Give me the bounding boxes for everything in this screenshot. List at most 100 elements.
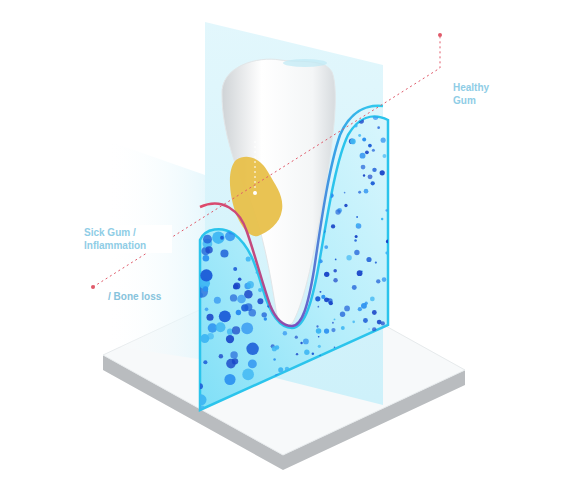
- bone-dot: [278, 367, 283, 372]
- bone-dot: [334, 346, 336, 348]
- bone-dot: [327, 298, 329, 300]
- bone-dot: [266, 132, 269, 135]
- bone-dot: [303, 132, 308, 137]
- leader-dot: [91, 285, 95, 289]
- bone-dot: [350, 139, 356, 145]
- bone-dot: [365, 364, 368, 367]
- bone-dot: [376, 279, 380, 283]
- bone-dot: [361, 165, 366, 170]
- bone-dot: [329, 301, 333, 305]
- bone-dot: [350, 358, 352, 360]
- bone-dot: [303, 339, 309, 345]
- bone-dot: [200, 269, 212, 281]
- bone-dot: [280, 146, 285, 151]
- bone-dot: [318, 345, 321, 348]
- bone-dot: [292, 384, 296, 388]
- bone-dot: [259, 146, 262, 149]
- bone-dot: [291, 182, 296, 187]
- bone-dot: [204, 161, 213, 170]
- bone-dot: [338, 394, 343, 399]
- bone-dot: [358, 307, 362, 311]
- bone-dot: [383, 154, 387, 158]
- bone-dot: [380, 378, 385, 383]
- bone-dot: [238, 278, 242, 282]
- bone-dot: [355, 235, 358, 238]
- bone-dot: [352, 285, 357, 290]
- bone-dot: [203, 175, 211, 183]
- bone-dot: [309, 160, 314, 165]
- bone-dot: [361, 353, 364, 356]
- bone-dot: [233, 267, 237, 271]
- bone-dot: [257, 298, 263, 304]
- bone-dot: [344, 204, 347, 207]
- bone-dot: [283, 273, 288, 278]
- bone-dot: [203, 235, 212, 244]
- bone-dot: [266, 143, 268, 145]
- bone-dot: [330, 378, 332, 380]
- bone-dot: [256, 271, 258, 273]
- bone-dot: [281, 168, 285, 172]
- bone-dot: [314, 175, 318, 179]
- bone-dot: [224, 374, 235, 385]
- bone-dot: [356, 216, 358, 218]
- bone-dot: [344, 192, 346, 194]
- bone-dot: [304, 350, 309, 355]
- bone-dot: [299, 206, 304, 211]
- bone-dot: [381, 348, 386, 353]
- bone-dot: [336, 109, 339, 112]
- bone-dot: [358, 368, 364, 374]
- bone-dot: [354, 382, 360, 388]
- bone-dot: [309, 394, 312, 397]
- bone-dot: [285, 367, 289, 371]
- bone-dot: [269, 272, 274, 277]
- bone-dot: [321, 295, 325, 299]
- bone-dot: [236, 123, 243, 130]
- bone-dot: [254, 211, 258, 215]
- bone-dot: [372, 168, 376, 172]
- bone-dot: [261, 267, 265, 271]
- bone-dot: [275, 374, 279, 378]
- bone-dot: [263, 170, 267, 174]
- bone-dot: [389, 407, 391, 409]
- bone-dot: [324, 328, 329, 333]
- bone-dot: [261, 312, 266, 317]
- bone-dot: [321, 229, 325, 233]
- gum-line: [200, 106, 383, 326]
- bone-dot: [260, 170, 264, 174]
- bone-dot: [242, 369, 254, 381]
- bone-dot: [304, 188, 307, 191]
- bone-dot: [246, 343, 258, 355]
- bone-dot: [200, 125, 207, 132]
- bone-dot: [206, 174, 217, 185]
- bone-dot: [237, 295, 246, 304]
- tartar: [230, 157, 282, 236]
- healthy-gum-label: Healthy Gum: [451, 80, 513, 108]
- bone-dot: [354, 250, 359, 255]
- bone-dot: [335, 375, 340, 380]
- bone-dot: [369, 392, 373, 396]
- bone-dot: [205, 246, 212, 253]
- bone-dot: [298, 262, 302, 266]
- tooth-highlight: [283, 59, 327, 67]
- bone-dot: [366, 257, 371, 262]
- bone-dot: [315, 110, 318, 113]
- bone-dot: [293, 181, 298, 186]
- bone-dot: [272, 112, 275, 115]
- bone-dot: [197, 383, 203, 389]
- bone-dot: [272, 257, 274, 259]
- leader-line: [255, 140, 256, 193]
- bone-dot: [375, 262, 377, 264]
- bone-dot: [356, 223, 358, 225]
- bone-dot: [246, 117, 257, 128]
- bone-dot: [371, 181, 375, 185]
- bone-dot: [289, 240, 294, 245]
- bone-dot: [361, 303, 367, 309]
- bone-dot: [345, 395, 347, 397]
- bone-dot: [248, 359, 257, 368]
- bone-dot: [306, 269, 311, 274]
- bone-dot: [317, 306, 319, 308]
- bone-dot: [271, 269, 276, 274]
- bone-dot: [254, 408, 256, 410]
- bone-dot: [295, 336, 298, 339]
- bone-dot: [279, 199, 283, 203]
